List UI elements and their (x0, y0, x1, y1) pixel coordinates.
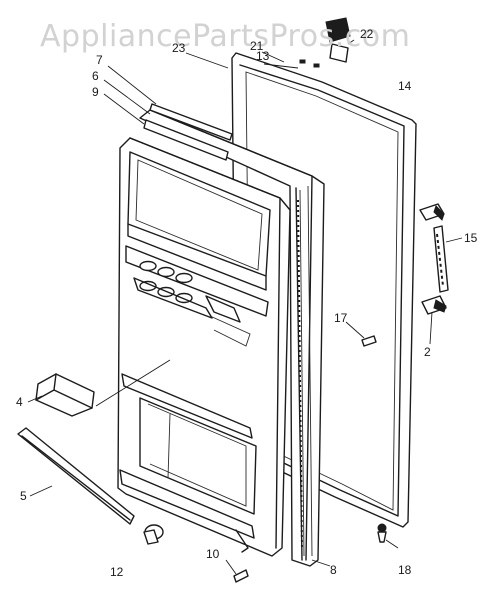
egg-tray (133, 260, 213, 319)
hinge-bar (433, 225, 449, 293)
screw-17 (361, 335, 377, 347)
callout-22: 22 (360, 27, 374, 41)
callout-8: 8 (330, 563, 337, 577)
handle-part-4 (35, 373, 95, 417)
plug-part-12 (143, 524, 164, 545)
callout-6: 6 (92, 69, 99, 83)
callout-numbers: 23 21 13 22 7 6 9 14 15 17 2 4 5 12 10 8… (16, 27, 478, 579)
leader-lines (27, 39, 463, 575)
callout-13: 13 (256, 49, 270, 63)
watermark: AppliancePartsPros.com (40, 19, 410, 54)
callout-23: 23 (172, 41, 186, 55)
hinge-bracket-upper (419, 203, 445, 221)
inner-door-liner (117, 137, 291, 557)
callout-17: 17 (334, 311, 348, 325)
callout-2: 2 (424, 345, 431, 359)
screw-10 (233, 569, 249, 583)
hinge-bracket-lower (421, 295, 447, 315)
callout-15: 15 (464, 231, 478, 245)
screw-18 (377, 523, 387, 543)
callout-10: 10 (206, 547, 220, 561)
top-trim-strips (143, 103, 233, 161)
trim-strip-part-5 (17, 427, 135, 525)
callout-5: 5 (20, 489, 27, 503)
callout-9: 9 (92, 85, 99, 99)
callout-12: 12 (110, 565, 124, 579)
callout-18: 18 (398, 563, 412, 577)
top-hinge (299, 17, 351, 68)
callout-7: 7 (96, 53, 103, 67)
callout-4: 4 (16, 395, 23, 409)
door-liner-frame (139, 109, 325, 567)
callout-21: 21 (250, 39, 264, 53)
callout-14: 14 (398, 79, 412, 93)
